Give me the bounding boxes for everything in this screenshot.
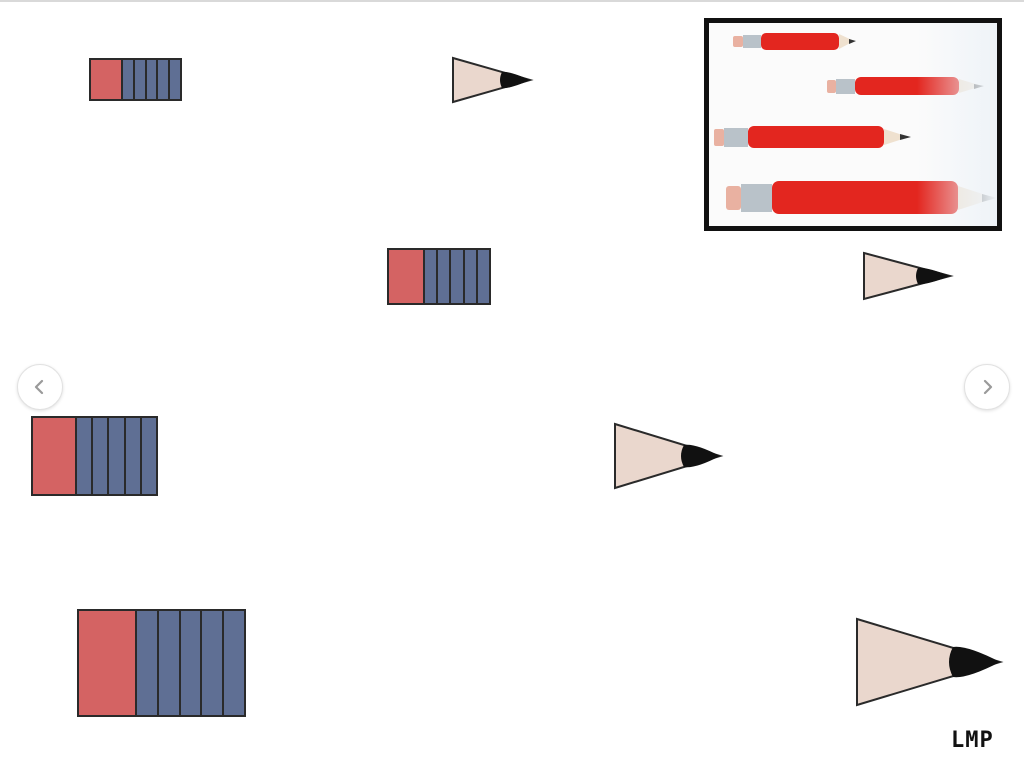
eraser — [387, 248, 423, 305]
chevron-right-icon — [983, 379, 993, 395]
top-divider — [0, 0, 1024, 2]
next-button[interactable] — [964, 364, 1010, 410]
eraser — [31, 416, 75, 496]
artist-signature: LMP — [951, 728, 994, 753]
pencil-end-1 — [89, 58, 182, 101]
pencil-tip-4 — [856, 617, 1004, 707]
eraser — [89, 58, 121, 101]
ferrule — [121, 58, 182, 101]
pencil-end-4 — [77, 609, 246, 717]
pencil-tip-1 — [452, 56, 534, 104]
pencil-end-3 — [31, 416, 158, 496]
ferrule — [135, 609, 246, 717]
previous-button[interactable] — [17, 364, 63, 410]
pencil-tip-3 — [614, 422, 724, 490]
ferrule — [75, 416, 158, 496]
photo-pencil-4 — [726, 181, 997, 214]
chevron-left-icon — [34, 379, 44, 395]
ferrule — [423, 248, 491, 305]
pencil-tip-2 — [863, 251, 954, 301]
pencils-photo — [704, 18, 1002, 231]
pencil-end-2 — [387, 248, 491, 305]
photo-pencil-3 — [714, 126, 911, 148]
eraser — [77, 609, 135, 717]
photo-pencil-1 — [733, 33, 856, 50]
pencils-photo-illustration — [714, 33, 997, 214]
